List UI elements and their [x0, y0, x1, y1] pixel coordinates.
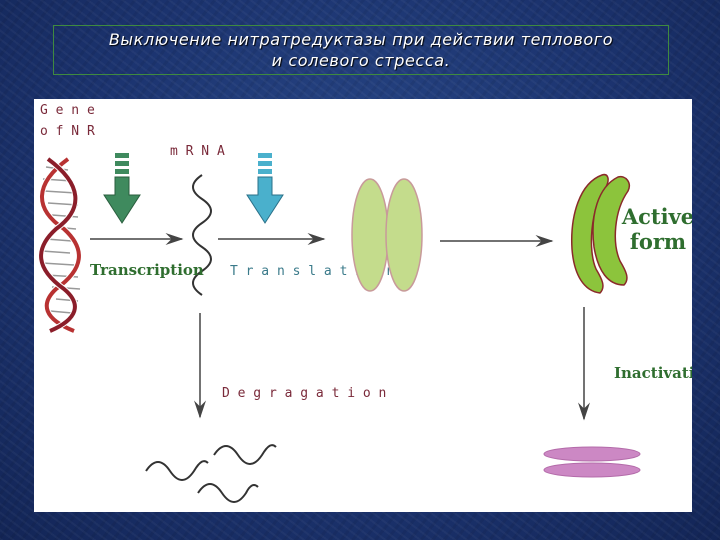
title-line-1: Выключение нитратредуктазы при действии …	[109, 29, 613, 50]
enzyme-subunit-left	[352, 179, 388, 291]
enzyme-subunit-right	[386, 179, 422, 291]
active-form-label-line-2: form	[630, 229, 686, 254]
mrna-fragment-3	[198, 484, 258, 502]
active-form-label-line-1: Active	[621, 204, 692, 229]
mrna-fragment-1	[214, 445, 276, 464]
inactive-form-disc-top	[544, 447, 640, 461]
transcription-block-arrow-icon	[104, 153, 140, 223]
slide-title: Выключение нитратредуктазы при действии …	[53, 25, 669, 75]
diagram-canvas: G e n e o f N R m R	[34, 99, 692, 512]
gene-label-line-1: G e n e	[40, 103, 95, 118]
dna-helix-icon	[41, 159, 80, 331]
inactive-form-disc-bottom	[544, 463, 640, 477]
translation-block-arrow-icon	[247, 153, 283, 223]
inactivation-label: Inactivation	[614, 364, 692, 382]
title-line-2: и солевого стресса.	[272, 50, 451, 71]
degragation-label: D e g r a g a t i o n	[222, 386, 386, 401]
transcription-label: Transcription	[90, 261, 204, 279]
gene-label-line-2: o f N R	[40, 124, 95, 139]
active-form-dimer-icon	[572, 175, 630, 293]
mrna-label: m R N A	[170, 144, 225, 159]
mrna-fragment-2	[146, 461, 208, 480]
diagram-panel: G e n e o f N R m R	[34, 99, 692, 512]
